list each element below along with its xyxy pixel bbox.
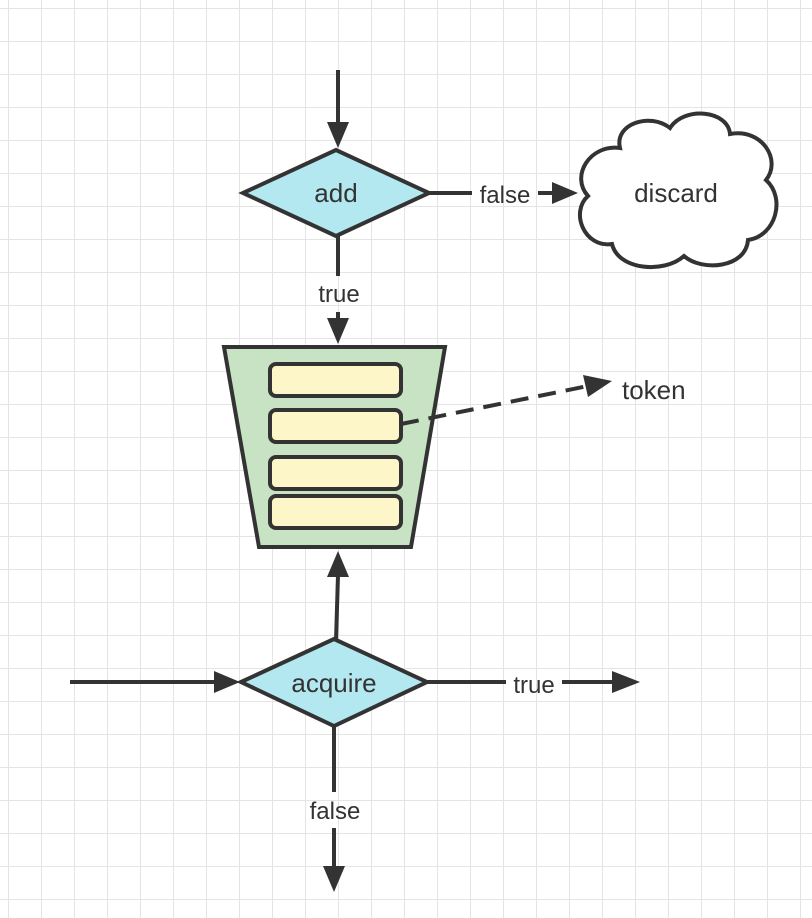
arrow-into-acquire	[70, 671, 240, 693]
edge-label-true-top: true	[318, 281, 359, 308]
bucket-token-4	[268, 494, 403, 530]
cloud-discard: discard	[577, 111, 779, 270]
token-bucket	[221, 345, 448, 549]
bucket-token-1	[268, 362, 403, 398]
bucket-token-3	[268, 455, 403, 491]
edge-acquire-up	[327, 551, 349, 642]
edge-acquire-false: false	[310, 726, 361, 892]
acquire-label: acquire	[291, 668, 376, 698]
discard-label: discard	[634, 178, 718, 208]
edge-label-true-bottom: true	[513, 672, 554, 699]
bucket-token-2	[268, 408, 403, 444]
edge-add-true: true	[318, 236, 360, 344]
token-label: token	[622, 375, 686, 405]
edge-acquire-true: true	[427, 671, 640, 699]
arrow-into-add	[327, 70, 349, 148]
decision-add: add	[238, 147, 434, 239]
edge-label-false-top: false	[480, 182, 531, 209]
edge-token-out: token	[400, 375, 686, 426]
edge-label-false-bottom: false	[310, 798, 361, 825]
add-label: add	[314, 178, 357, 208]
edge-add-false: false	[429, 182, 578, 209]
decision-acquire: acquire	[236, 636, 432, 729]
